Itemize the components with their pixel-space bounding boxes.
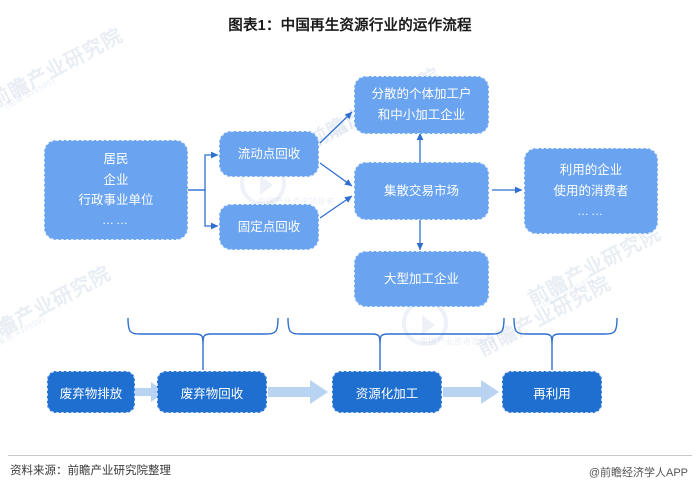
flow-step-reuse[interactable]: 再利用 (502, 371, 602, 413)
flow-step-1-label: 废弃物排放 (59, 386, 123, 401)
node-sources[interactable]: 居民 企业 行政事业单位 …… (44, 140, 188, 240)
edge-sources-fixed (188, 189, 219, 230)
node-small-processors-line-2: 和中小加工企业 (377, 108, 466, 122)
flow-step-4-label: 再利用 (533, 386, 571, 401)
node-users-line-3: …… (577, 203, 605, 218)
node-large-processors[interactable]: 大型加工企业 (354, 251, 489, 307)
node-market[interactable]: 集散交易市场 (354, 162, 489, 220)
node-small-processors-line-1: 分散的个体加工户 (371, 87, 472, 102)
node-market-label: 集散交易市场 (383, 183, 459, 198)
edge-sources-mobile (188, 151, 219, 191)
page-title: 图表1：中国再生资源行业的运作流程 (228, 18, 472, 34)
brace-group-1 (127, 317, 279, 347)
watermark-sub-2: 中国产业咨询领导者 (258, 197, 335, 206)
flow-step-resource-processing[interactable]: 资源化加工 (332, 371, 442, 413)
node-users-line-2: 使用的消费者 (553, 184, 629, 199)
flow-step-waste-recovery[interactable]: 废弃物回收 (157, 371, 267, 413)
app-handle: @前瞻经济学人APP (588, 467, 688, 479)
node-sources-line-1: 居民 (103, 152, 129, 167)
node-users-line-1: 利用的企业 (559, 163, 623, 178)
node-large-processors-label: 大型加工企业 (383, 271, 459, 286)
flow-arrow-2 (268, 380, 328, 404)
node-users[interactable]: 利用的企业 使用的消费者 …… (524, 148, 658, 234)
node-mobile-collection-label: 流动点回收 (237, 146, 301, 161)
flow-step-waste-discharge[interactable]: 废弃物排放 (47, 371, 135, 413)
node-sources-line-2: 企业 (103, 172, 129, 187)
node-mobile-collection[interactable]: 流动点回收 (219, 131, 319, 177)
flow-arrow-3 (443, 380, 499, 404)
edge-mobile-market (319, 162, 353, 187)
node-sources-line-3: 行政事业单位 (78, 193, 154, 208)
node-small-processors[interactable]: 分散的个体加工户 和中小加工企业 (354, 76, 489, 134)
node-fixed-collection[interactable]: 固定点回收 (219, 204, 319, 250)
source-note: 资料来源：前瞻产业研究院整理 (10, 465, 171, 477)
node-fixed-collection-label: 固定点回收 (237, 219, 301, 234)
watermark-sub-3: 中国产业咨询领导者 (420, 337, 497, 346)
node-sources-line-4: …… (102, 213, 130, 228)
flow-step-3-label: 资源化加工 (355, 386, 419, 401)
flow-step-2-label: 废弃物回收 (180, 386, 244, 401)
footer-divider (8, 455, 692, 456)
